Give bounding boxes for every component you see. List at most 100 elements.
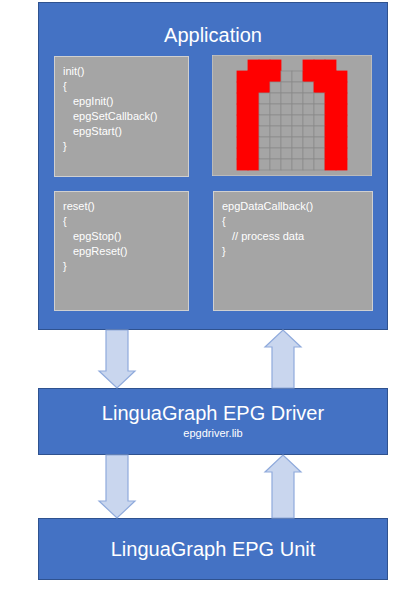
- red-pixel: [336, 126, 347, 137]
- block-arrow: [265, 330, 301, 388]
- red-pixel: [237, 93, 248, 104]
- red-pixel: [237, 104, 248, 115]
- code-line: }: [63, 139, 180, 154]
- code-line: init(): [63, 64, 180, 79]
- red-pixel: [270, 71, 281, 82]
- gray-pixel: [292, 93, 303, 104]
- red-pixel: [248, 60, 259, 71]
- code-line: epgInit(): [63, 94, 180, 109]
- driver-box: LinguaGraph EPG Driverepgdriver.lib: [38, 388, 388, 455]
- gray-pixel: [314, 126, 325, 137]
- red-pixel: [325, 82, 336, 93]
- red-pixel: [336, 82, 347, 93]
- code-line: epgStop(): [63, 229, 180, 244]
- red-pixel: [237, 137, 248, 148]
- red-pixel: [314, 71, 325, 82]
- red-pixel: [248, 93, 259, 104]
- red-pixel: [248, 137, 259, 148]
- box-title: LinguaGraph EPG Driver: [39, 401, 387, 425]
- red-pixel: [325, 60, 336, 71]
- gray-pixel: [292, 82, 303, 93]
- code-line: epgReset(): [63, 244, 180, 259]
- gray-pixel: [292, 126, 303, 137]
- code-line: // process data: [222, 229, 364, 244]
- gray-pixel: [259, 93, 270, 104]
- gray-pixel: [270, 137, 281, 148]
- gray-pixel: [281, 104, 292, 115]
- red-pixel: [259, 82, 270, 93]
- unit-box: LinguaGraph EPG Unit: [38, 518, 388, 580]
- red-pixel: [314, 82, 325, 93]
- gray-pixel: [270, 148, 281, 159]
- gray-pixel: [281, 137, 292, 148]
- red-pixel: [325, 104, 336, 115]
- gray-pixel: [281, 159, 292, 170]
- gray-pixel: [259, 148, 270, 159]
- gray-pixel: [259, 126, 270, 137]
- red-pixel: [248, 71, 259, 82]
- red-pixel: [237, 115, 248, 126]
- gray-pixel: [270, 159, 281, 170]
- red-pixel: [303, 71, 314, 82]
- gray-pixel: [292, 71, 303, 82]
- block-arrow: [265, 455, 301, 518]
- red-pixel: [325, 71, 336, 82]
- red-pixel: [248, 115, 259, 126]
- block-arrow: [99, 330, 135, 388]
- code-line: epgSetCallback(): [63, 109, 180, 124]
- code-line: epgDataCallback(): [222, 199, 364, 214]
- gray-pixel: [292, 137, 303, 148]
- red-pixel: [325, 115, 336, 126]
- red-pixel: [237, 71, 248, 82]
- box-title: LinguaGraph EPG Unit: [39, 537, 387, 561]
- gray-pixel: [314, 137, 325, 148]
- red-pixel: [336, 115, 347, 126]
- red-pixel: [237, 126, 248, 137]
- gray-pixel: [292, 148, 303, 159]
- gray-pixel: [303, 115, 314, 126]
- gray-pixel: [259, 115, 270, 126]
- gray-pixel: [303, 82, 314, 93]
- red-pixel: [325, 137, 336, 148]
- gray-pixel: [281, 71, 292, 82]
- code-box: epgDataCallback(){// process data}: [213, 191, 373, 311]
- gray-pixel: [303, 148, 314, 159]
- code-line: }: [222, 244, 364, 259]
- gray-pixel: [303, 137, 314, 148]
- gray-pixel: [292, 104, 303, 115]
- red-pixel: [303, 60, 314, 71]
- red-pixel: [336, 93, 347, 104]
- gray-pixel: [303, 104, 314, 115]
- red-pixel: [325, 126, 336, 137]
- gray-pixel: [314, 115, 325, 126]
- code-line: }: [63, 259, 180, 274]
- code-line: {: [63, 214, 180, 229]
- red-pixel: [336, 159, 347, 170]
- code-line: {: [222, 214, 364, 229]
- code-line: epgStart(): [63, 124, 180, 139]
- code-line: reset(): [63, 199, 180, 214]
- box-title: Application: [39, 23, 387, 47]
- gray-pixel: [270, 82, 281, 93]
- gray-pixel: [270, 104, 281, 115]
- gray-pixel: [259, 104, 270, 115]
- gray-pixel: [314, 148, 325, 159]
- gray-pixel: [270, 115, 281, 126]
- gray-pixel: [303, 126, 314, 137]
- red-pixel: [336, 71, 347, 82]
- red-pixel: [336, 148, 347, 159]
- red-pixel: [248, 82, 259, 93]
- gray-pixel: [292, 115, 303, 126]
- code-box: reset(){epgStop()epgReset()}: [54, 191, 189, 311]
- red-pixel: [259, 71, 270, 82]
- gray-pixel: [303, 159, 314, 170]
- gray-pixel: [314, 104, 325, 115]
- red-pixel: [325, 159, 336, 170]
- gray-pixel: [314, 159, 325, 170]
- gray-pixel: [314, 93, 325, 104]
- pixel-illustration: [212, 55, 372, 176]
- red-pixel: [259, 60, 270, 71]
- gray-pixel: [281, 126, 292, 137]
- red-pixel: [270, 60, 281, 71]
- gray-pixel: [292, 159, 303, 170]
